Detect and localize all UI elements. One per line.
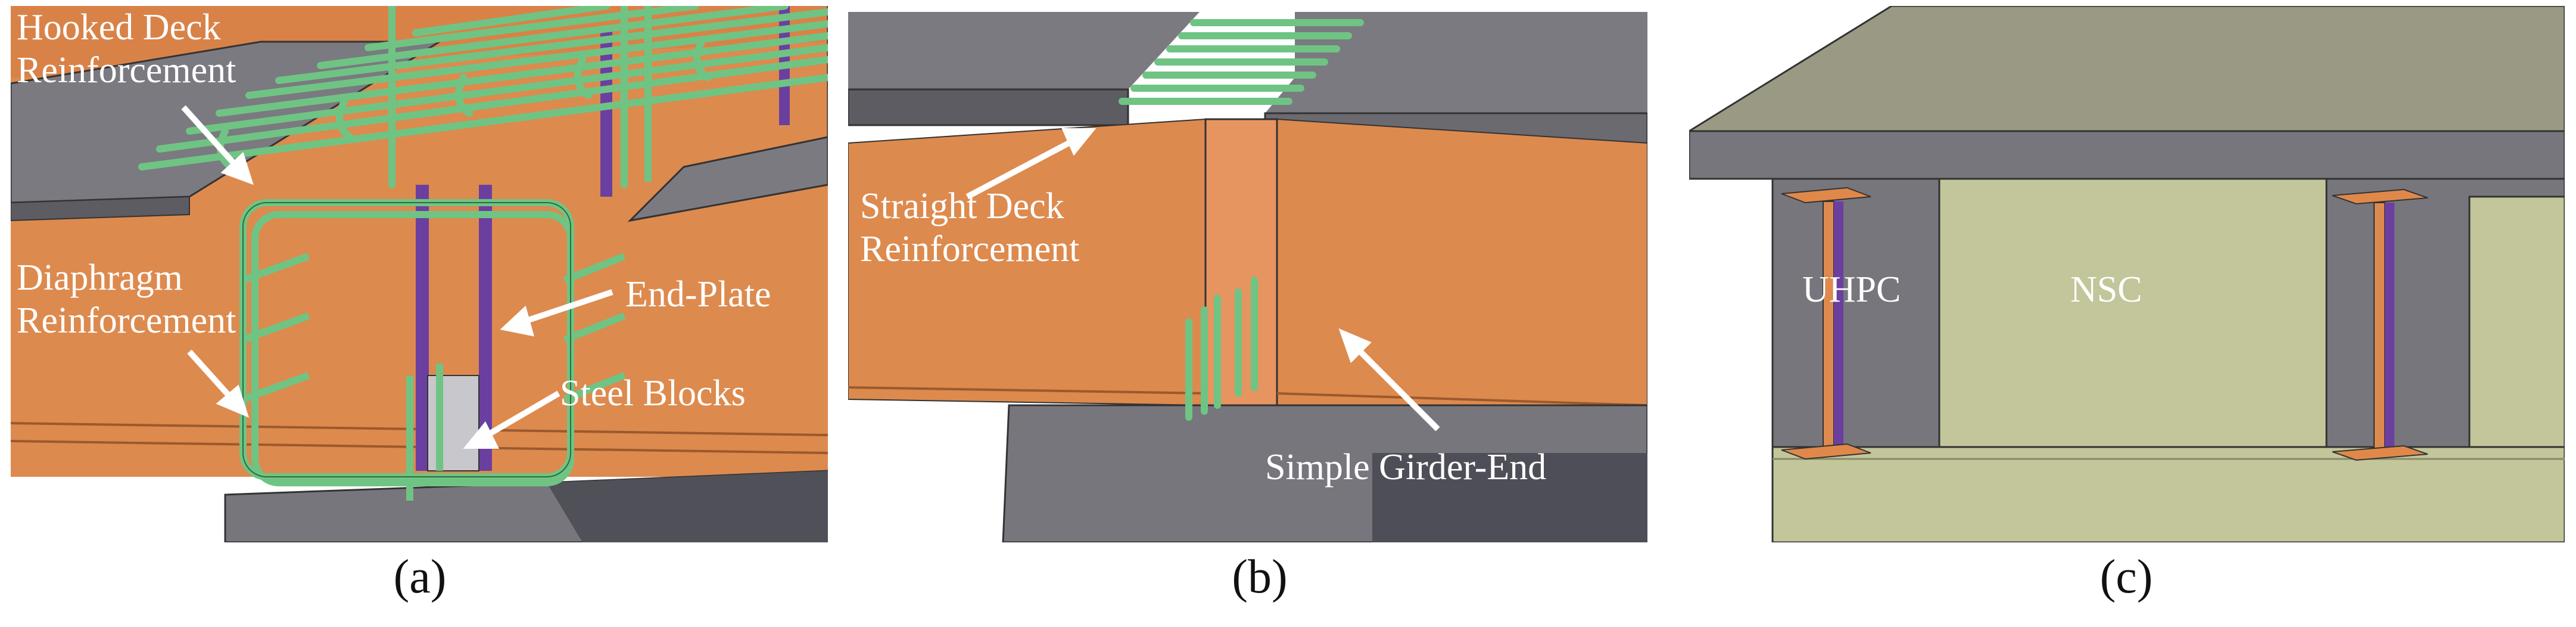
panel-b-straight-deck-simple-girder: Straight Deck Reinforcement Simple Girde… [848,12,1647,542]
label-end-plate: End-Plate [625,274,771,315]
girder-end-rebar [1185,277,1258,421]
panel-c-illustration [1689,6,2565,542]
caption-a: (a) [393,551,447,603]
deck-slab-right [1265,12,1647,113]
panel-c-uhpc-nsc: UHPC NSC [1689,6,2565,542]
end-plate-left [416,185,429,471]
deck-top [1689,6,2565,132]
label-uhpc: UHPC [1802,269,1901,310]
label-nsc: NSC [2070,269,2142,310]
label-hooked-deck-reinforcement: Hooked Deck Reinforcement [17,7,236,91]
panel-a-hooked-deck-diaphragm: Hooked Deck Reinforcement Diaphragm Rein… [11,6,828,542]
label-simple-girder-end: Simple Girder-End [1265,447,1547,488]
nsc-bottom [1771,446,2565,542]
caption-b: (b) [1232,551,1288,603]
panel-a-arrows [181,105,613,449]
girder-right [1276,118,1647,418]
straight-deck-rebar-group [1119,19,1364,105]
deck-edge [1689,130,2565,180]
panel-b-arrows [965,128,1440,432]
panel-b-illustration [848,12,1647,542]
steel-girder-left [1781,187,1871,460]
label-steel-blocks: Steel Blocks [560,373,746,414]
panel-a-illustration [11,6,828,542]
end-plate-right [479,185,492,471]
deck-slab-right [627,6,828,222]
deck-slab-left [848,12,1200,89]
steel-girder-right [2332,188,2428,461]
caption-c: (c) [2100,551,2153,603]
nsc-panel [1938,178,2328,448]
label-straight-deck-reinforcement: Straight Deck Reinforcement [860,186,1080,269]
steel-block [427,375,479,471]
label-diaphragm-reinforcement: Diaphragm Reinforcement [17,257,236,341]
hooked-deck-rebar-group [138,6,828,188]
nsc-panel-right [2468,195,2565,448]
